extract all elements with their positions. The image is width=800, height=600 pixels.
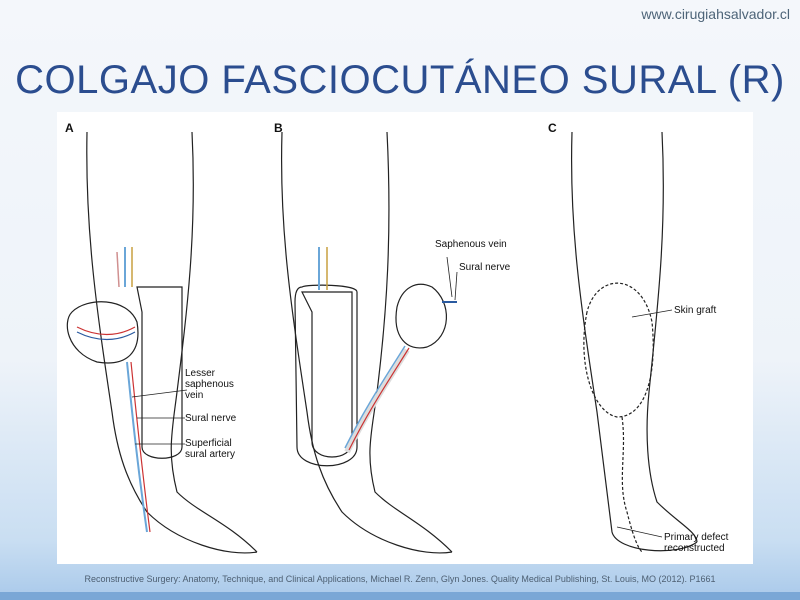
citation: Reconstructive Surgery: Anatomy, Techniq… (84, 574, 716, 584)
leg-c-drawing (570, 131, 698, 553)
footer-bar (0, 592, 800, 600)
leg-drawings (66, 131, 698, 554)
leg-b-drawing (280, 131, 457, 554)
label-saphenous-vein: Saphenous vein (435, 239, 507, 250)
label-sural-nerve-b: Sural nerve (459, 262, 511, 273)
panel-label-b: B (274, 121, 283, 135)
panel-label-a: A (65, 121, 74, 135)
label-sural-nerve-a: Sural nerve (185, 413, 237, 424)
panel-label-c: C (548, 121, 557, 135)
leg-a-drawing (66, 131, 258, 554)
website-url: www.cirugiahsalvador.cl (641, 6, 790, 22)
label-skin-graft: Skin graft (674, 305, 717, 316)
slide-title: COLGAJO FASCIOCUTÁNEO SURAL (R) (15, 58, 785, 102)
